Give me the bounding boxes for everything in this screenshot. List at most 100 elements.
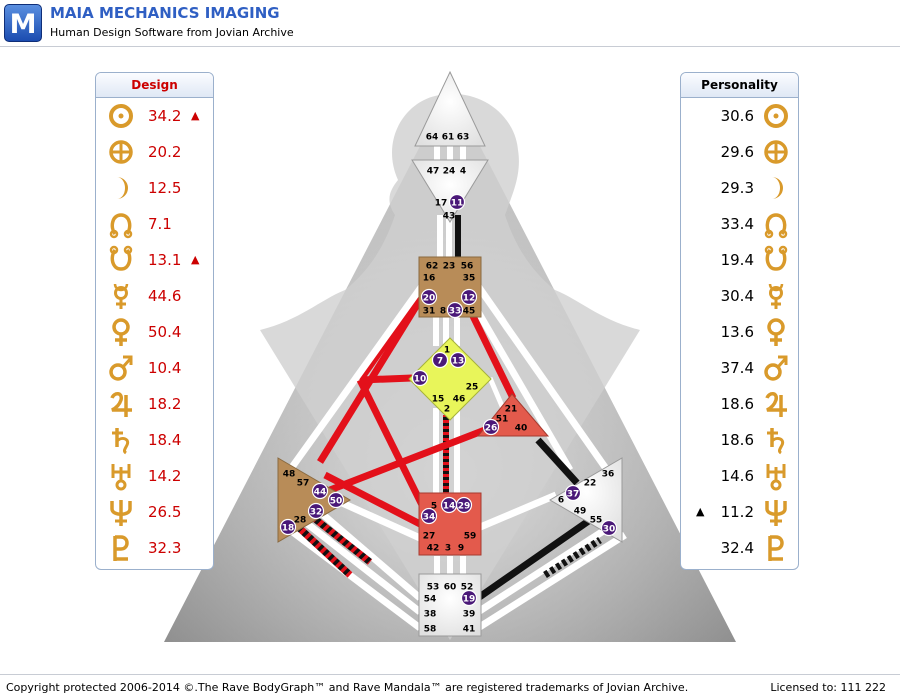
gate-18-marker	[279, 518, 297, 536]
gate-42: 42	[427, 544, 440, 554]
design-value-neptune: 26.5	[148, 503, 182, 521]
ajna-center	[411, 159, 489, 223]
moon-icon	[772, 177, 783, 199]
design-exaltation-mark: ▲	[191, 253, 200, 266]
earth-icon	[764, 140, 788, 164]
gate-57: 57	[297, 479, 310, 489]
design-row-venus: 50.4	[96, 314, 213, 350]
personality-row-mercury: 30.4	[681, 278, 798, 314]
gate-20-marker	[420, 288, 438, 306]
design-row-mercury: 44.6	[96, 278, 213, 314]
gate-45: 45	[463, 307, 476, 317]
gate-64: 64	[426, 133, 439, 143]
gate-25: 25	[466, 383, 479, 393]
app-title: MAIA MECHANICS IMAGING	[50, 4, 280, 22]
design-row-earth: 20.2	[96, 134, 213, 170]
g-center	[408, 337, 492, 421]
personality-value-sun: 30.6	[720, 107, 754, 125]
gate-17: 17	[435, 199, 448, 209]
gate-38: 38	[424, 610, 437, 620]
gate-8: 8	[440, 307, 446, 317]
jupiter-icon	[110, 392, 132, 417]
gate-18: 18	[282, 524, 295, 534]
pluto-icon	[768, 535, 784, 561]
gate-51: 51	[496, 415, 509, 425]
neptune-icon	[110, 500, 132, 526]
gate-33-marker	[446, 301, 464, 319]
personality-row-earth: 29.6	[681, 134, 798, 170]
venus-icon	[112, 318, 130, 346]
license-text: Licensed to: 111 222	[770, 681, 886, 694]
gate-59: 59	[464, 532, 477, 542]
gate-36: 36	[602, 470, 615, 480]
north-node-icon	[109, 213, 133, 239]
mars-icon	[764, 355, 788, 381]
gate-47: 47	[427, 167, 440, 177]
gate-16: 16	[423, 274, 436, 284]
gate-56: 56	[461, 262, 474, 272]
channel-design-stripe-b	[307, 512, 373, 565]
personality-value-pluto: 32.4	[720, 539, 754, 557]
gate-23: 23	[443, 262, 456, 272]
design-value-north-node: 7.1	[148, 215, 172, 233]
centers	[277, 70, 623, 637]
personality-value-moon: 29.3	[720, 179, 754, 197]
design-value-mars: 10.4	[148, 359, 182, 377]
design-value-jupiter: 18.2	[148, 395, 182, 413]
copyright-text: Copyright protected 2006-2014 ©.The Rave…	[6, 681, 689, 694]
design-row-saturn: 18.4	[96, 422, 213, 458]
gate-19-marker	[460, 589, 478, 607]
design-exaltation-mark: ▲	[191, 109, 200, 122]
personality-row-south-node: 19.4	[681, 242, 798, 278]
gate-44-marker	[311, 482, 329, 500]
gate-12-marker	[460, 288, 478, 306]
gate-11: 11	[451, 199, 464, 209]
gate-48: 48	[283, 470, 296, 480]
channel-pers-stripe	[543, 537, 602, 578]
personality-row-north-node: 33.4	[681, 206, 798, 242]
app-footer: Copyright protected 2006-2014 ©.The Rave…	[0, 674, 900, 700]
personality-value-jupiter: 18.6	[720, 395, 754, 413]
channel-19-49	[475, 517, 593, 601]
gate-10-marker	[411, 369, 429, 387]
design-value-pluto: 32.3	[148, 539, 182, 557]
channel-35-36	[475, 283, 610, 473]
personality-value-neptune: 11.2	[720, 503, 754, 521]
gate-34-marker	[420, 507, 438, 525]
channel-59-6	[476, 491, 558, 532]
personality-value-uranus: 14.6	[720, 467, 754, 485]
gate-14: 14	[443, 502, 456, 512]
personality-value-mercury: 30.4	[720, 287, 754, 305]
channel-18-58	[287, 527, 423, 631]
gate-60: 60	[444, 583, 457, 593]
channel-57-34	[356, 378, 426, 507]
gate-50: 50	[330, 497, 343, 507]
personality-value-venus: 13.6	[720, 323, 754, 341]
personality-row-neptune: 11.2 ▲	[681, 494, 798, 530]
gate-2: 2	[444, 405, 450, 415]
gate-27: 27	[423, 532, 436, 542]
personality-row-uranus: 14.6	[681, 458, 798, 494]
sun-icon	[109, 104, 133, 128]
gate-19: 19	[463, 595, 476, 605]
personality-exaltation-mark: ▲	[696, 505, 705, 518]
gate-55: 55	[590, 516, 603, 526]
personality-row-jupiter: 18.6	[681, 386, 798, 422]
gate-7-marker	[431, 351, 449, 369]
design-row-jupiter: 18.2	[96, 386, 213, 422]
mars-icon	[109, 355, 133, 381]
design-value-sun: 34.2	[148, 107, 182, 125]
design-value-earth: 20.2	[148, 143, 182, 161]
gate-21: 21	[505, 405, 518, 415]
gate-40: 40	[515, 424, 528, 434]
neptune-icon	[765, 500, 787, 526]
logo-letter: M	[9, 9, 37, 40]
gate-62: 62	[426, 262, 439, 272]
channel-50-27	[338, 498, 422, 542]
design-value-south-node: 13.1	[148, 251, 182, 269]
spleen-center	[277, 457, 351, 543]
gate-1: 1	[444, 346, 450, 356]
app-header: M MAIA MECHANICS IMAGING Human Design So…	[0, 0, 900, 47]
gate-30-marker	[600, 519, 618, 537]
